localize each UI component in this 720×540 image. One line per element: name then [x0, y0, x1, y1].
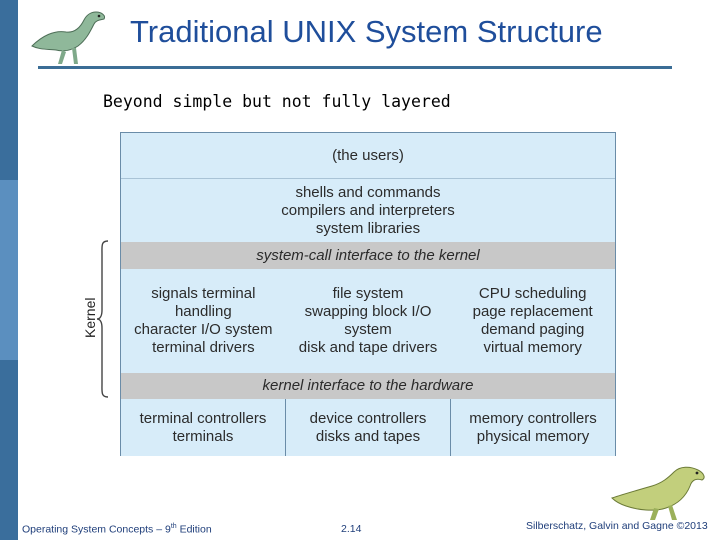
kernel-layer: signals terminal handling character I/O … [121, 269, 615, 373]
syscall-interface-layer: system-call interface to the kernel [121, 242, 615, 269]
kernel-line: terminal drivers [152, 339, 255, 356]
kernel-line: demand paging [480, 321, 585, 338]
kernel-column-filesystem: file system swapping block I/O system di… [286, 269, 451, 373]
kernel-column-terminal: signals terminal handling character I/O … [121, 269, 286, 373]
title-divider [38, 66, 672, 69]
slide-subtitle: Beyond simple but not fully layered [103, 92, 451, 111]
side-accent-bar [0, 0, 18, 540]
hardware-column-device: device controllers disks and tapes [286, 399, 451, 456]
hardware-line: physical memory [476, 427, 590, 445]
footer-book-title: Operating System Concepts – 9th Edition [22, 523, 212, 536]
shells-layer: shells and commands compilers and interp… [121, 179, 615, 242]
hardware-line: disks and tapes [315, 427, 421, 445]
shells-line: compilers and interpreters [281, 201, 455, 219]
users-layer: (the users) [121, 133, 615, 179]
kernel-line: disk and tape drivers [298, 339, 438, 356]
hardware-layer: terminal controllers terminals device co… [121, 399, 615, 456]
dinosaur-logo-top [31, 11, 105, 64]
shells-line: shells and commands [295, 183, 441, 201]
side-accent-highlight [0, 180, 18, 360]
kernel-line: signals terminal [151, 285, 256, 302]
hardware-interface-label: kernel interface to the hardware [262, 377, 474, 394]
footer-book-prefix: Operating System Concepts – 9 [22, 523, 171, 536]
hardware-column-terminal: terminal controllers terminals [121, 399, 286, 456]
hardware-line: memory controllers [469, 409, 597, 427]
kernel-line: file system [332, 285, 404, 302]
kernel-brace [96, 240, 109, 398]
syscall-interface-label: system-call interface to the kernel [256, 246, 480, 264]
kernel-line: character I/O system [134, 321, 273, 338]
users-label: (the users) [332, 146, 404, 164]
hardware-line: terminal controllers [139, 409, 267, 427]
kernel-column-cpu: CPU scheduling page replacement demand p… [450, 269, 615, 373]
slide-title: Traditional UNIX System Structure [130, 14, 603, 49]
dinosaur-logo-bottom [611, 466, 705, 520]
shells-line: system libraries [315, 219, 421, 237]
kernel-line: page replacement [472, 303, 593, 320]
kernel-line: swapping block I/O [304, 303, 432, 320]
footer-book-suffix: Edition [176, 523, 212, 536]
hardware-interface-layer: kernel interface to the hardware [121, 373, 615, 399]
hardware-column-memory: memory controllers physical memory [451, 399, 615, 456]
kernel-line: handling [174, 303, 232, 320]
footer-page-number: 2.14 [341, 523, 362, 535]
kernel-line: virtual memory [483, 339, 582, 356]
kernel-line: CPU scheduling [478, 285, 587, 302]
footer-copyright: Silberschatz, Galvin and Gagne ©2013 [526, 520, 708, 532]
kernel-line: system [344, 321, 392, 338]
hardware-line: terminals [172, 427, 234, 445]
unix-structure-diagram: (the users) shells and commands compiler… [120, 132, 616, 456]
hardware-line: device controllers [309, 409, 427, 427]
kernel-label: Kernel [82, 297, 98, 338]
footer-book-sup: th [170, 523, 177, 530]
